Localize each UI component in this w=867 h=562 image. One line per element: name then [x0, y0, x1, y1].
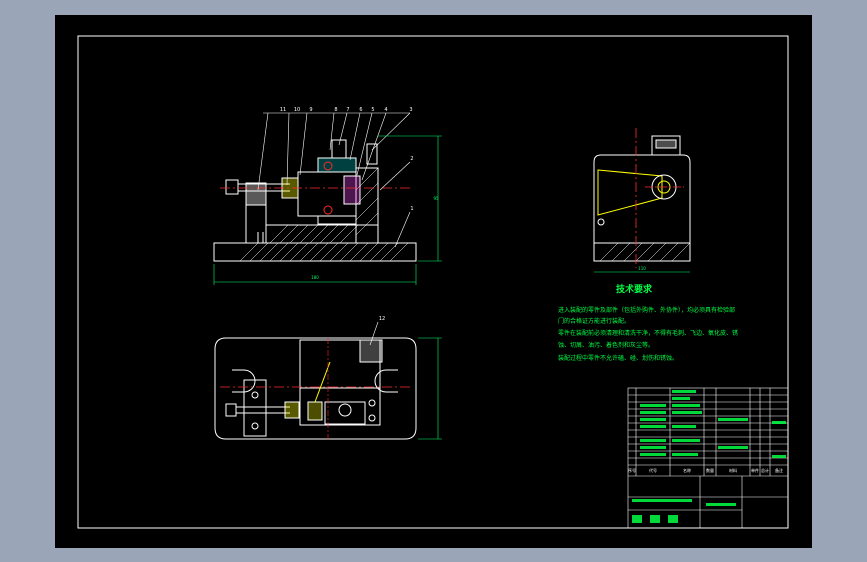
header-qty: 数量 — [706, 467, 714, 473]
tech-req-line-1: 进入装配的零件及部件（包括外购件、外协件），均必须具有检验部 — [558, 306, 735, 314]
sheet-border — [77, 35, 789, 529]
front-dimensions — [213, 135, 442, 285]
tech-req-line-4: 蚀、切屑、油污、着色剂和灰尘等。 — [558, 341, 654, 349]
header-unit: 单件 — [751, 467, 759, 473]
tech-req-lines: 进入装配的零件及部件（包括外购件、外协件），均必须具有检验部 门的合格证方能进行… — [558, 306, 738, 362]
balloon-8: 8 — [334, 107, 337, 113]
header-seq: 序号 — [628, 467, 636, 473]
balloon-9: 9 — [309, 107, 312, 113]
header-remark: 备注 — [775, 467, 783, 473]
balloon-6: 6 — [359, 107, 362, 113]
balloon-4: 4 — [384, 107, 387, 113]
header-code: 代号 — [649, 467, 657, 473]
front-balloons: 11 10 9 8 7 6 5 4 3 2 1 — [280, 107, 414, 212]
tech-req-line-2: 门的合格证方能进行装配。 — [558, 317, 630, 325]
balloon-5: 5 — [371, 107, 374, 113]
balloon-3: 3 — [409, 107, 412, 113]
tech-req-line-5: 装配过程中零件不允许磕、碰、划伤和锈蚀。 — [558, 354, 678, 362]
parts-list-green-text — [632, 390, 786, 523]
header-material: 材料 — [729, 467, 737, 473]
top-leader-12 — [369, 321, 379, 346]
balloon-12: 12 — [379, 316, 385, 322]
top-view — [214, 337, 417, 440]
balloon-7: 7 — [346, 107, 349, 113]
dim-front-width: 180 — [311, 275, 319, 280]
tech-req-line-3: 零件在装配前必须清理和清洗干净，不得有毛刺、飞边、氧化皮、锈 — [558, 329, 738, 337]
tech-req-title: 技术要求 — [616, 283, 653, 295]
side-view — [593, 135, 691, 262]
dim-front-height: 95 — [433, 196, 439, 201]
body-hatch — [269, 167, 379, 244]
top-dimensions — [418, 337, 442, 440]
parts-list — [627, 387, 789, 529]
front-view — [213, 139, 417, 262]
header-name: 名称 — [683, 467, 691, 473]
header-total: 总计 — [761, 467, 769, 473]
parts-list-header: 序号 代号 名称 数量 材料 单件 总计 备注 — [628, 467, 783, 473]
balloon-1: 1 — [410, 206, 413, 212]
balloon-2: 2 — [410, 156, 413, 162]
base-hatch — [239, 242, 409, 262]
dim-side-width: 110 — [638, 266, 646, 271]
drawing-sheet — [55, 15, 812, 548]
balloon-11: 11 — [280, 107, 286, 113]
balloon-10: 10 — [294, 107, 300, 113]
front-leaders — [257, 112, 411, 248]
